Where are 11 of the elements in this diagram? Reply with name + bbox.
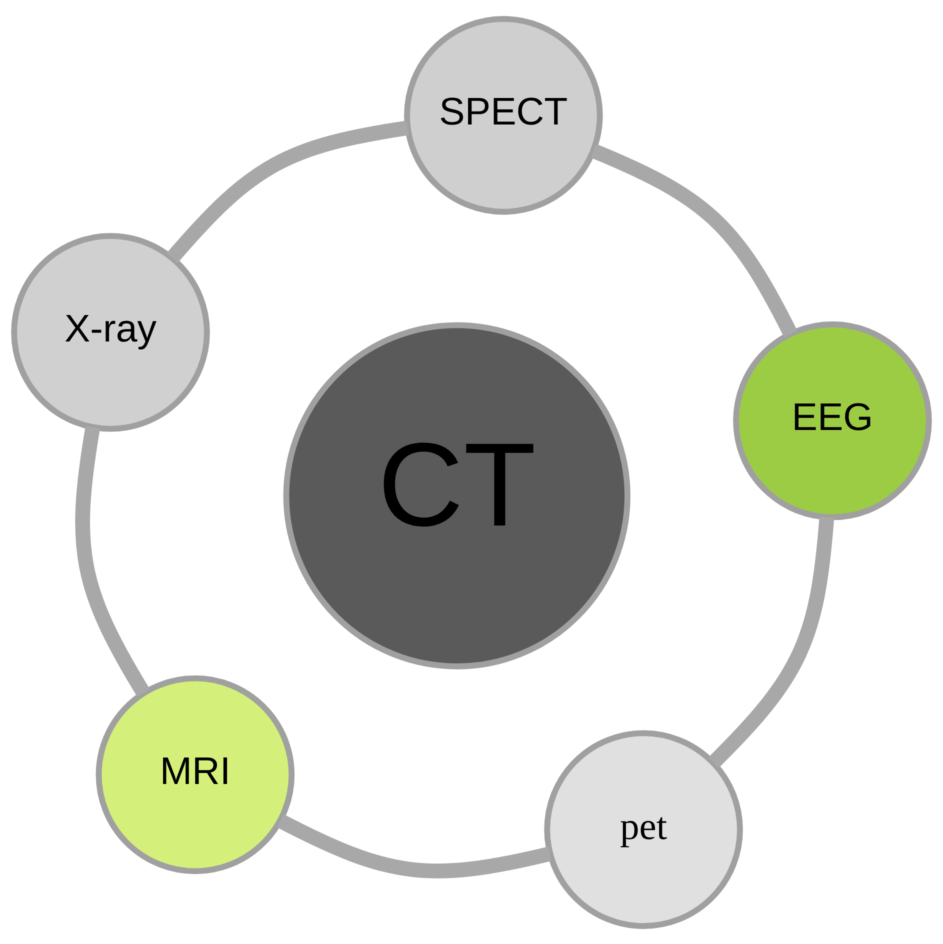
node-circle: MRI (96, 674, 295, 874)
connector (75, 426, 150, 696)
connector (277, 814, 552, 878)
node-circle: CT (283, 322, 630, 669)
node-circle: pet (544, 730, 743, 929)
node-circle: SPECT (404, 15, 603, 214)
connector (590, 143, 798, 337)
node-circle: EEG (733, 320, 932, 520)
connector (708, 516, 834, 768)
node-circle: X-ray (11, 232, 210, 432)
connector (166, 120, 409, 262)
